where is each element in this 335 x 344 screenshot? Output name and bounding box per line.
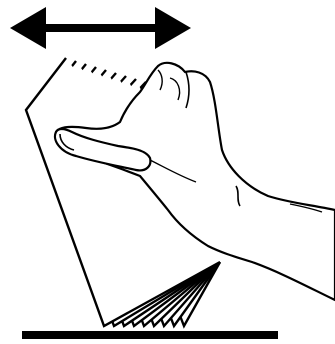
double-headed-arrow-icon [10, 7, 191, 49]
base-surface-line [22, 331, 278, 339]
